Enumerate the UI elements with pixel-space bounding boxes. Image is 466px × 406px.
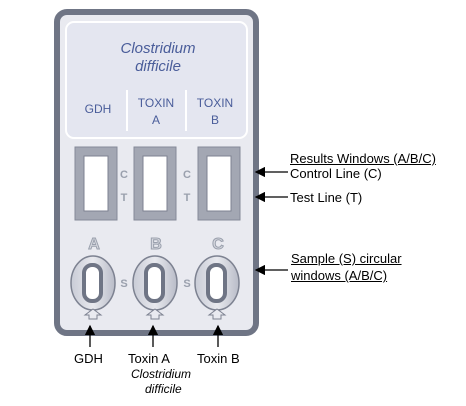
control-mark: C (183, 169, 191, 181)
inlet-arrow-icon (207, 308, 227, 320)
cassette-title-line1: Clostridium (120, 40, 195, 57)
well-letter-a: A (88, 236, 100, 253)
result-window-b (133, 146, 177, 221)
organism-label-line2: difficile (145, 382, 182, 396)
result-window-c (197, 146, 241, 221)
toxin-a-label: Toxin A (128, 351, 170, 366)
column-label-gdh: GDH (85, 102, 112, 116)
toxin-b-label: Toxin B (197, 351, 240, 366)
sample-mark: S (183, 278, 190, 290)
well-letter-b: B (150, 236, 162, 253)
test-line-label: Test Line (T) (290, 190, 363, 205)
cassette-header (65, 21, 248, 139)
sample-well-a (70, 255, 116, 311)
control-line-label: Control Line (C) (290, 166, 382, 181)
test-mark: T (121, 192, 128, 204)
organism-label-line1: Clostridium (131, 367, 192, 381)
column-label-toxin-b: TOXIN (197, 96, 233, 110)
sample-windows-label-line2: windows (A/B/C) (291, 268, 388, 283)
control-mark: C (120, 169, 128, 181)
well-letter-c: C (212, 236, 224, 253)
cassette-title-line2: difficile (135, 58, 181, 75)
sample-well-c (194, 255, 240, 311)
sample-well-b (132, 255, 178, 311)
results-windows-label: Results Windows (A/B/C) (290, 151, 436, 166)
test-mark: T (184, 192, 191, 204)
inlet-arrow-icon (83, 308, 103, 320)
column-label-toxin-a: TOXIN (138, 96, 174, 110)
sample-windows-label-line1: Sample (S) circular (291, 251, 402, 266)
inlet-arrow-icon (145, 308, 165, 320)
gdh-label: GDH (74, 351, 103, 366)
column-label-toxin-b-letter: B (211, 113, 219, 127)
result-window-a (74, 146, 118, 221)
sample-mark: S (120, 278, 127, 290)
column-label-toxin-a-letter: A (152, 113, 160, 127)
